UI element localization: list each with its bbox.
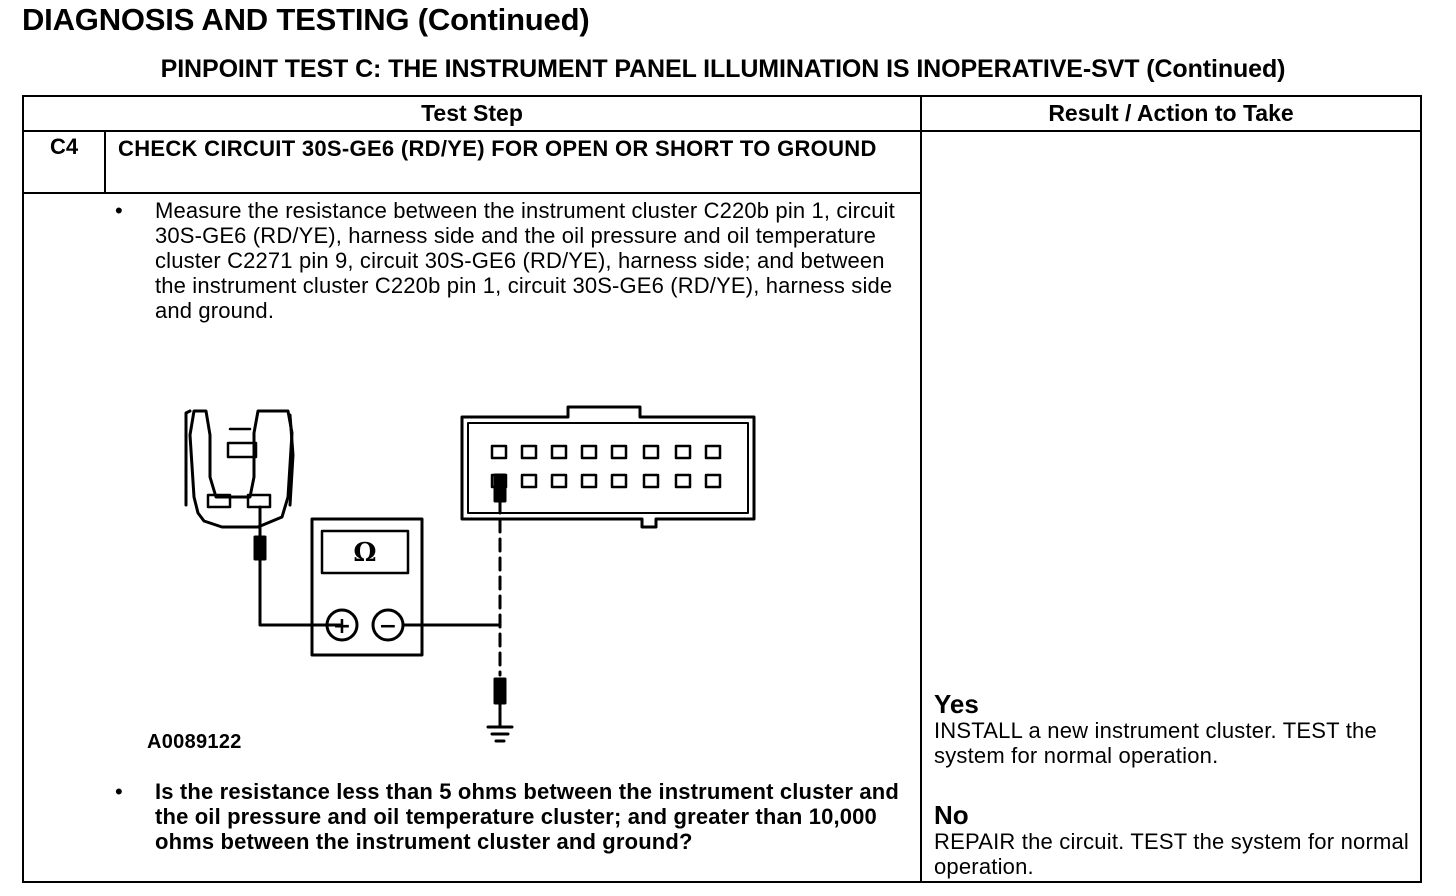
ohm-symbol: Ω [353,538,376,568]
positive-test-lead [253,505,342,627]
result-yes-label: Yes [934,689,979,719]
pinpoint-test-title: PINPOINT TEST C: THE INSTRUMENT PANEL IL… [160,55,1286,83]
step-question: Is the resistance less than 5 ohms betwe… [155,779,899,854]
step-id: C4 [49,134,79,159]
step-title-rule [22,192,921,194]
wiring-diagram-figure: Ω + − [184,405,756,743]
result-no-label: No [934,800,969,830]
negative-terminal-symbol: − [379,614,397,639]
column-divider [920,95,922,883]
header-rule [22,130,1422,132]
column-header-result: Result / Action to Take [1048,100,1294,126]
bullet-instruction: • [115,198,123,223]
step-title: CHECK CIRCUIT 30S-GE6 (RD/YE) FOR OPEN O… [118,136,877,161]
result-no-action: REPAIR the circuit. TEST the system for … [934,829,1410,879]
result-yes-action: INSTALL a new instrument cluster. TEST t… [934,718,1377,768]
ground-icon [486,725,514,743]
page-title: DIAGNOSIS AND TESTING (Continued) [22,2,590,37]
test-table [22,95,1422,883]
column-header-test-step: Test Step [421,100,523,126]
positive-terminal-symbol: + [333,614,351,639]
connector-c2271-icon [460,405,756,529]
bullet-question: • [115,779,123,804]
connector-c220b-icon [184,409,295,529]
figure-id: A0089122 [147,731,242,753]
step-id-divider [104,130,106,193]
step-instruction: Measure the resistance between the instr… [155,198,895,323]
negative-test-lead [401,473,507,727]
